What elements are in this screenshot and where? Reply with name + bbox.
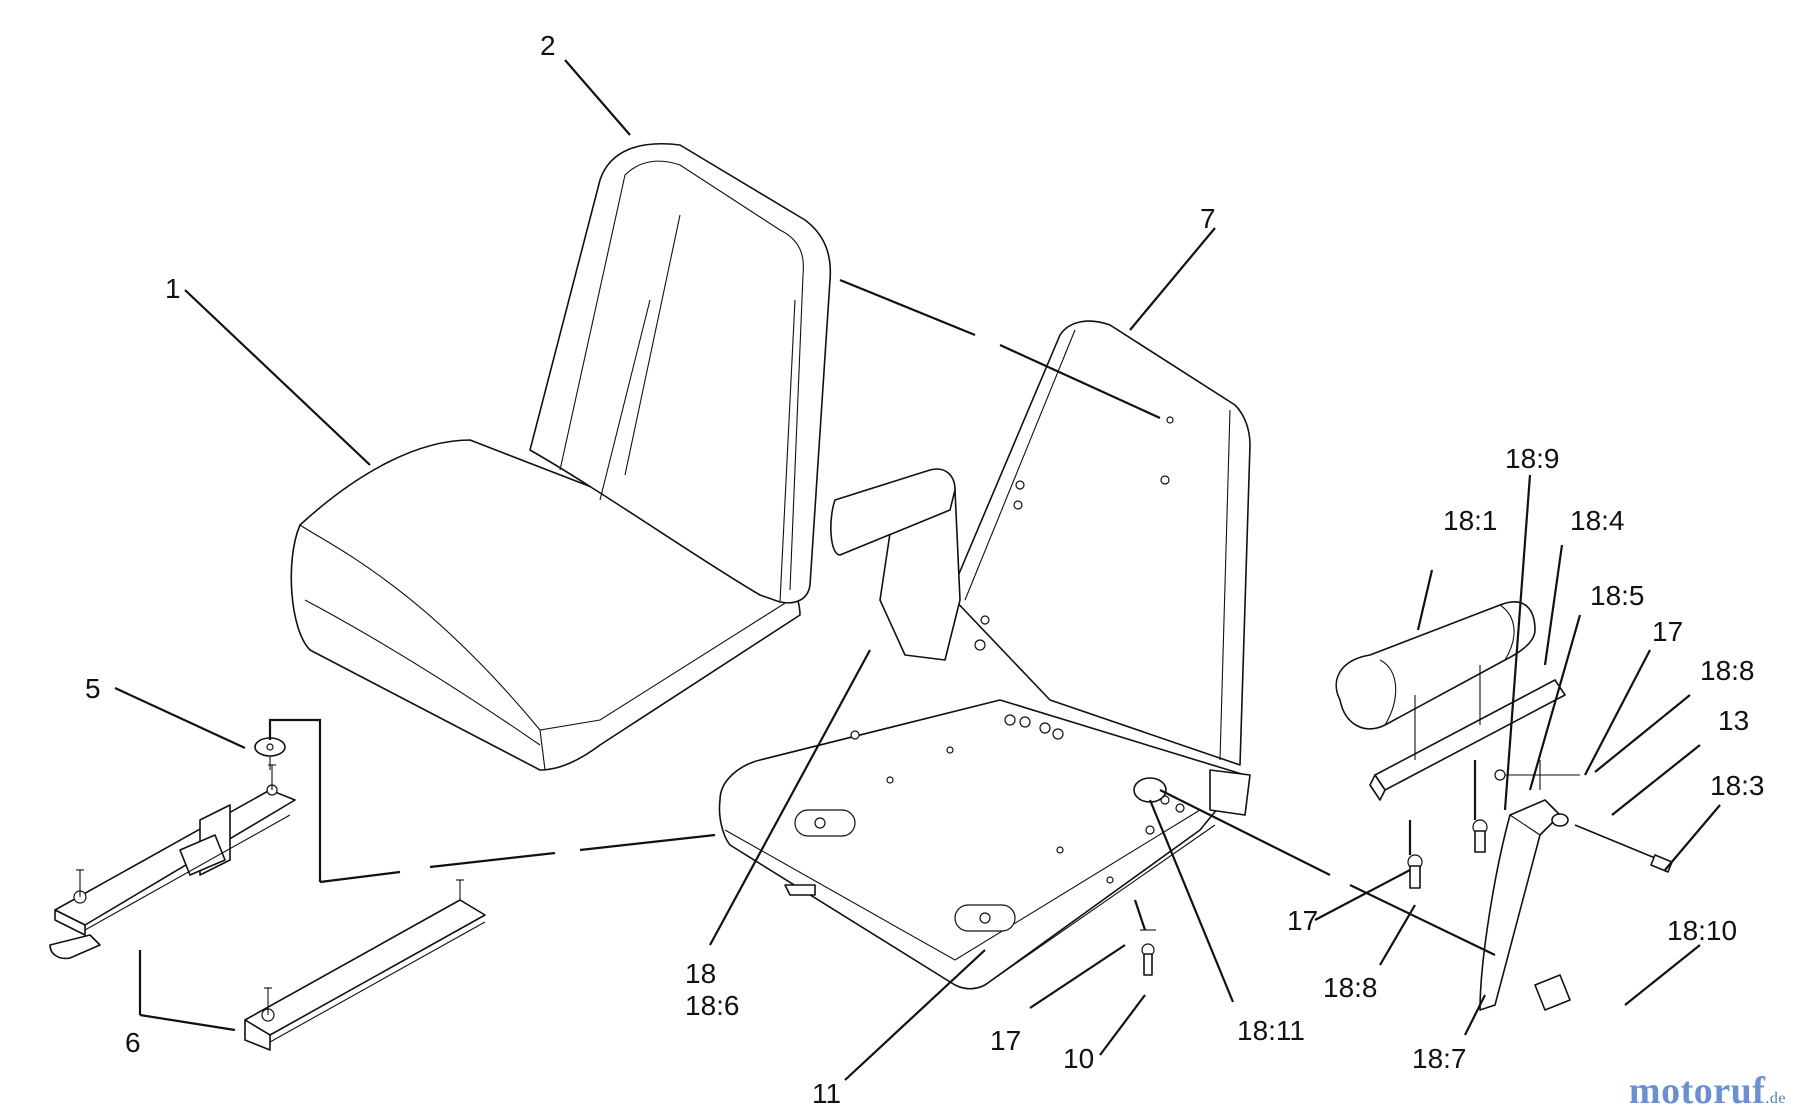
callout-2: 2 (540, 30, 556, 61)
leader-lines (114, 59, 1721, 1081)
callout-18-4: 18:4 (1570, 505, 1625, 536)
callout-17-c: 17 (990, 1025, 1021, 1056)
callout-18-1: 18:1 (1443, 505, 1498, 536)
callout-7: 7 (1200, 203, 1216, 234)
callout-17-b: 17 (1287, 905, 1318, 936)
callout-10: 10 (1063, 1043, 1094, 1074)
watermark-logo: motoruf.de (1629, 1069, 1786, 1113)
callout-18-8-a: 18:8 (1700, 655, 1755, 686)
bumper (254, 737, 286, 770)
callout-13: 13 (1718, 705, 1749, 736)
callout-18-8-b: 18:8 (1323, 972, 1378, 1003)
watermark-main: motoruf (1628, 1070, 1766, 1112)
callout-5: 5 (85, 673, 101, 704)
callout-6: 6 (125, 1027, 141, 1058)
callout-17-a: 17 (1652, 616, 1683, 647)
callout-18-6: 18:6 (685, 990, 740, 1021)
callout-11: 11 (812, 1078, 841, 1109)
slide-rail-left (49, 764, 296, 960)
callout-18-11: 18:11 (1237, 1015, 1305, 1046)
callout-18-9: 18:9 (1505, 443, 1560, 474)
slide-rail-right (244, 879, 486, 1051)
callout-18-7: 18:7 (1412, 1043, 1467, 1074)
callout-18: 18 (685, 958, 716, 989)
assembly-lines (268, 278, 1496, 956)
callout-labels: 1 2 5 6 7 10 11 13 17 17 17 18 18:6 18:1… (85, 30, 1765, 1109)
callout-18-3: 18:3 (1710, 770, 1765, 801)
bolt-10 (1140, 929, 1156, 976)
seat-back-cushion (529, 142, 832, 604)
callout-18-10: 18:10 (1667, 915, 1737, 946)
watermark-tld: .de (1765, 1090, 1786, 1107)
seat-frame (718, 320, 1251, 990)
callout-1: 1 (165, 273, 181, 304)
callout-18-5: 18:5 (1590, 580, 1645, 611)
armrest-assembly (1335, 601, 1673, 1011)
